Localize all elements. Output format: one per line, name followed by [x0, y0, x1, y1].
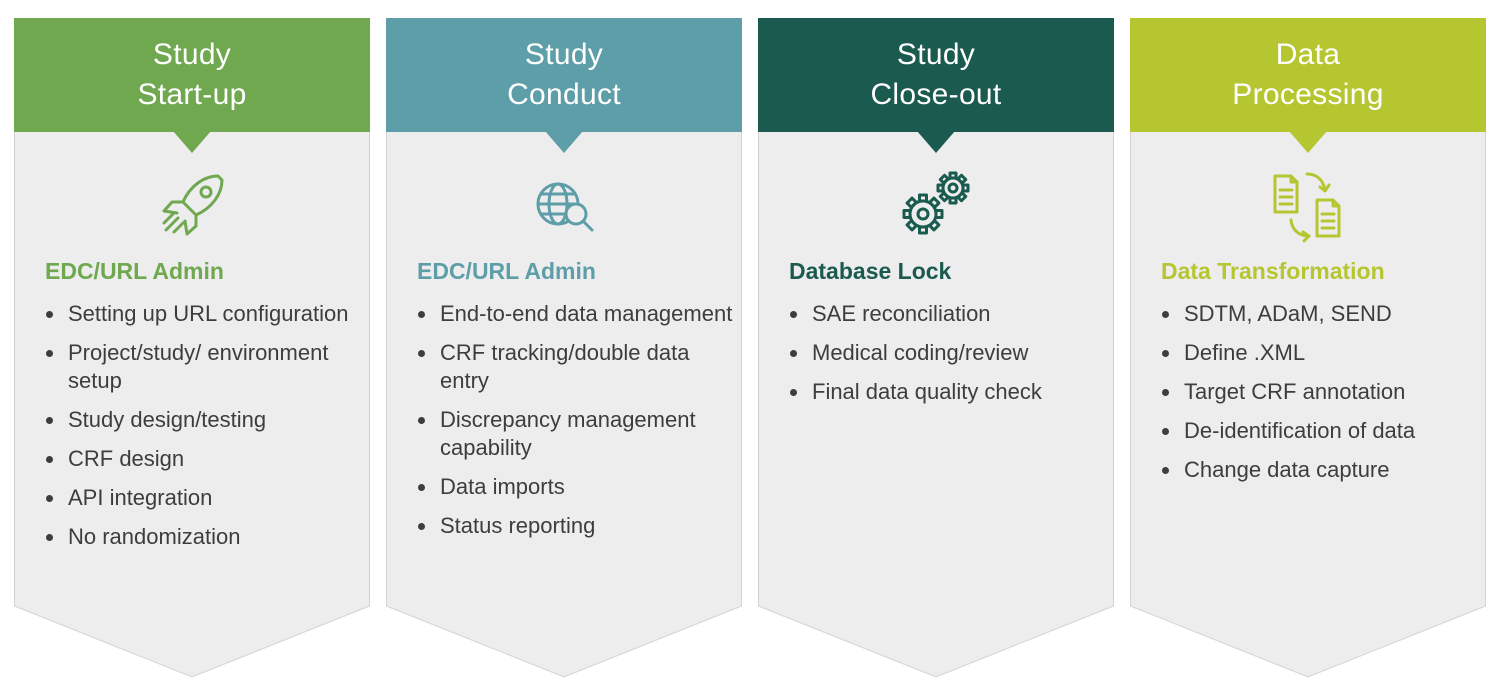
- section-title: EDC/URL Admin: [417, 258, 596, 284]
- list-item: CRF design: [43, 445, 363, 473]
- stage-title-line2: Processing: [1232, 78, 1384, 111]
- list-item: Discrepancy management capability: [415, 406, 735, 462]
- list-item: Define .XML: [1159, 339, 1479, 367]
- stage-header: Study Close-out: [758, 18, 1114, 132]
- list-item: Project/study/ environment setup: [43, 339, 363, 395]
- rocket-icon: [142, 168, 242, 244]
- section-title: EDC/URL Admin: [45, 258, 224, 284]
- globe-search-icon: [514, 168, 614, 244]
- list-item: Target CRF annotation: [1159, 378, 1479, 406]
- list-item: CRF tracking/double data entry: [415, 339, 735, 395]
- list-item: Medical coding/review: [787, 339, 1107, 367]
- stage-header: Data Processing: [1130, 18, 1486, 132]
- stage-title-line2: Close-out: [870, 78, 1002, 111]
- gears-icon: [886, 168, 986, 244]
- stage-title-line2: Start-up: [137, 78, 247, 111]
- list-item: Status reporting: [415, 512, 735, 540]
- task-list: End-to-end data management CRF tracking/…: [415, 300, 735, 551]
- section-title: Data Transformation: [1161, 258, 1385, 284]
- stage-column-study-start-up: Study Start-up EDC/URL Admin Setting up …: [14, 18, 370, 678]
- stage-header: Study Start-up: [14, 18, 370, 132]
- list-item: API integration: [43, 484, 363, 512]
- list-item: De-identification of data: [1159, 417, 1479, 445]
- list-item: SDTM, ADaM, SEND: [1159, 300, 1479, 328]
- section-title: Database Lock: [789, 258, 952, 284]
- list-item: SAE reconciliation: [787, 300, 1107, 328]
- header-pointer: [917, 131, 955, 153]
- document-exchange-icon: [1258, 168, 1358, 244]
- stage-title-line2: Conduct: [507, 78, 621, 111]
- list-item: Data imports: [415, 473, 735, 501]
- stage-title-line1: Data: [1275, 38, 1341, 71]
- task-list: Setting up URL configuration Project/stu…: [43, 300, 363, 562]
- stage-column-data-processing: Data Processing Data Transformation SDTM…: [1130, 18, 1486, 678]
- list-item: End-to-end data management: [415, 300, 735, 328]
- task-list: SAE reconciliation Medical coding/review…: [787, 300, 1107, 417]
- task-list: SDTM, ADaM, SEND Define .XML Target CRF …: [1159, 300, 1479, 495]
- header-pointer: [173, 131, 211, 153]
- list-item: Setting up URL configuration: [43, 300, 363, 328]
- header-pointer: [545, 131, 583, 153]
- stage-title-line1: Study: [524, 38, 604, 71]
- stage-column-study-close-out: Study Close-out: [758, 18, 1114, 678]
- stage-title-line1: Study: [152, 38, 232, 71]
- list-item: Final data quality check: [787, 378, 1107, 406]
- stage-header: Study Conduct: [386, 18, 742, 132]
- stage-column-study-conduct: Study Conduct EDC/URL Admin End-to-end d…: [386, 18, 742, 678]
- stage-title-line1: Study: [896, 38, 976, 71]
- header-pointer: [1289, 131, 1327, 153]
- list-item: Study design/testing: [43, 406, 363, 434]
- list-item: Change data capture: [1159, 456, 1479, 484]
- list-item: No randomization: [43, 523, 363, 551]
